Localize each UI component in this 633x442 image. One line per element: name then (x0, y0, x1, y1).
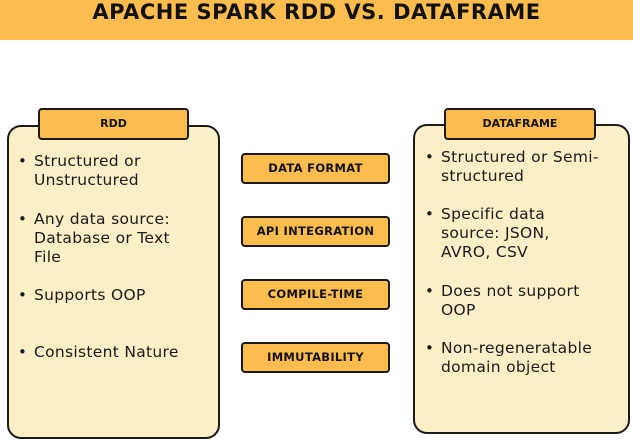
criterion-immutability: IMMUTABILITY (241, 342, 390, 373)
criterion-data-format: DATA FORMAT (241, 153, 390, 184)
bullet-icon: • (18, 286, 28, 304)
criterion-api-integration: API INTEGRATION (241, 216, 390, 247)
dataframe-feature-item: • Structured or Semi-structured (425, 148, 599, 186)
bullet-icon: • (425, 148, 435, 166)
rdd-label: RDD (38, 108, 189, 140)
rdd-feature-text: Supports OOP (34, 286, 146, 304)
rdd-feature-text: Consistent Nature (34, 343, 179, 361)
dataframe-label: DATAFRAME (444, 108, 596, 140)
bullet-icon: • (18, 152, 28, 170)
rdd-panel (7, 125, 220, 439)
bullet-icon: • (18, 343, 28, 361)
bullet-icon: • (425, 339, 435, 357)
criterion-compile-time: COMPILE-TIME (241, 279, 390, 310)
header-bar: APACHE SPARK RDD VS. DATAFRAME (0, 0, 633, 40)
dataframe-panel (413, 124, 630, 434)
rdd-feature-item: • Consistent Nature (18, 343, 179, 362)
bullet-icon: • (425, 205, 435, 223)
dataframe-feature-text: Structured or Semi-structured (441, 148, 599, 185)
bullet-icon: • (425, 282, 435, 300)
page-title: APACHE SPARK RDD VS. DATAFRAME (92, 0, 541, 24)
rdd-feature-item: • Supports OOP (18, 286, 146, 305)
bullet-icon: • (18, 210, 28, 228)
